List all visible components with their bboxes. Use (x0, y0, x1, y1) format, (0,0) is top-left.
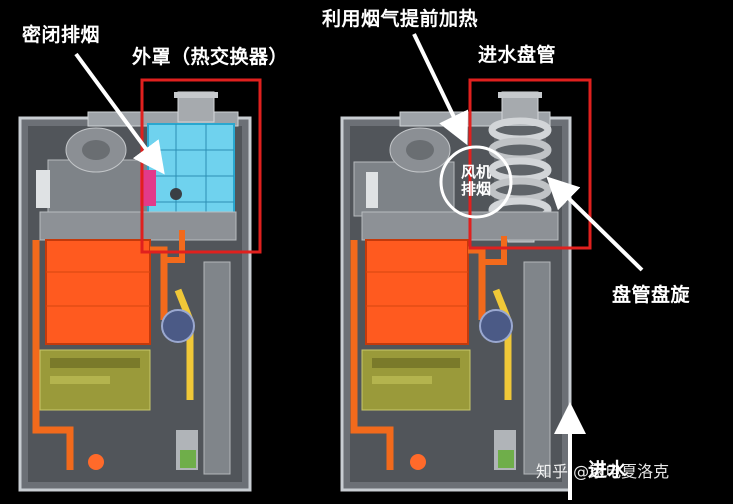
watermark: 知乎 @家电夏洛克 (536, 458, 669, 482)
label-coil-spiral: 盘管盘旋 (612, 284, 691, 306)
label-water-inlet: 进水 (588, 459, 628, 481)
right-heater (340, 91, 572, 492)
watermark-author: @家电夏洛克 (573, 462, 670, 481)
left-heater (18, 91, 252, 492)
label-fan-exhaust-line2: 排烟 (460, 180, 491, 198)
arrow-coil-spiral (546, 176, 644, 272)
label-sealed-exhaust: 密闭排烟 (22, 24, 101, 46)
seal-gasket (140, 170, 156, 206)
label-inlet-coil: 进水盘管 (478, 44, 557, 66)
callout-arrows (74, 33, 644, 500)
right-heat-exchanger (365, 239, 469, 345)
label-fan-exhaust: 风机 排烟 (456, 164, 496, 198)
highlight-box-coil (468, 78, 592, 250)
label-fan-exhaust-line1: 风机 (460, 163, 491, 181)
fan-exhaust-circle (439, 145, 513, 219)
arrow-flue-preheat (412, 33, 469, 146)
label-flue-preheat: 利用烟气提前加热 (322, 8, 479, 30)
label-cover: 外罩（热交换器） (132, 46, 289, 68)
watermark-platform: 知乎 (536, 462, 569, 481)
left-heat-exchanger (45, 239, 151, 345)
arrow-sealed-exhaust (74, 52, 165, 175)
